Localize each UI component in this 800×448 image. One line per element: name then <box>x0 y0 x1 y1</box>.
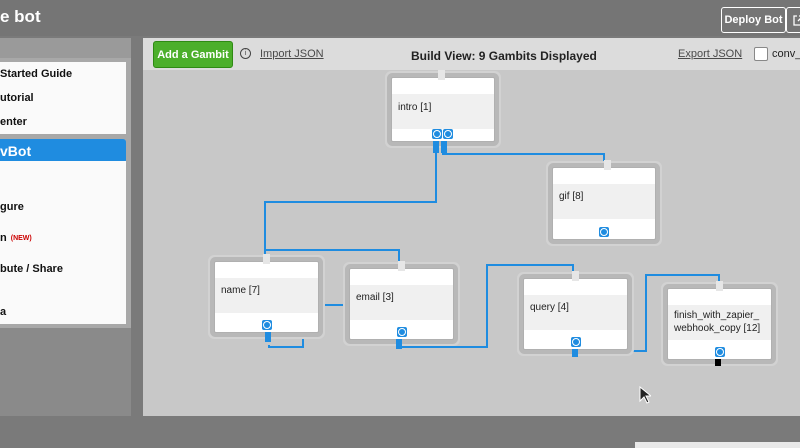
gambit-stem <box>433 141 439 153</box>
gambit-input-tab <box>398 261 405 271</box>
connector-name-email <box>268 304 396 348</box>
gambit-output-port[interactable] <box>262 320 272 330</box>
gambit-card-query[interactable]: query [4] <box>523 271 628 350</box>
sidebar-header <box>0 38 131 58</box>
chevron-down-icon <box>572 338 580 346</box>
sidebar: Started Guide utorial enter vBot gure n … <box>0 38 131 416</box>
gambit-stem <box>715 359 721 366</box>
gambit-input-tab <box>263 254 270 264</box>
mouse-cursor-icon <box>639 385 653 409</box>
gambit-label: name [7] <box>221 285 260 296</box>
gambit-input-tab <box>572 271 579 281</box>
add-gambit-button[interactable]: Add a Gambit <box>153 41 233 68</box>
gambit-stem <box>572 349 578 357</box>
gambit-output-port[interactable] <box>432 129 442 139</box>
sidebar-item-label: vBot <box>0 143 32 159</box>
sidebar-item-label: gure <box>0 201 24 213</box>
gambit-input-tab <box>438 70 445 80</box>
sidebar-item-distribute-share[interactable]: bute / Share <box>0 257 126 281</box>
gambit-card-finish-with-zapier[interactable]: finish_with_zapier_ webhook_copy [12] <box>667 281 772 360</box>
sidebar-item-label: n <box>0 232 7 244</box>
gambit-body <box>392 94 494 129</box>
sidebar-item-help-center[interactable]: enter <box>0 110 126 134</box>
sidebar-panel: Started Guide utorial enter vBot gure n … <box>0 38 131 328</box>
gambit-label: query [4] <box>530 302 569 313</box>
import-json-link[interactable]: Import JSON <box>260 48 324 60</box>
sidebar-item-data[interactable]: a <box>0 300 126 324</box>
sidebar-item-bot[interactable]: vBot <box>0 139 126 163</box>
chevron-down-icon <box>433 130 441 138</box>
gambit-label: email [3] <box>356 292 394 303</box>
gambit-label: gif [8] <box>559 191 584 202</box>
build-view-title: Build View: 9 Gambits Displayed <box>411 49 597 63</box>
sidebar-item-configure[interactable]: gure <box>0 195 126 219</box>
chevron-down-icon <box>398 328 406 336</box>
gambit-body <box>553 184 655 219</box>
top-bar: e bot Deploy Bot <box>0 0 800 36</box>
gambit-label: intro [1] <box>398 102 432 113</box>
external-link-icon[interactable] <box>786 7 800 33</box>
sidebar-item-label: bute / Share <box>0 263 63 275</box>
gambit-body <box>524 295 627 330</box>
info-icon[interactable]: i <box>240 48 251 59</box>
gambit-card-intro[interactable]: intro [1] <box>391 70 495 142</box>
gambit-body <box>668 305 771 340</box>
gambit-output-port[interactable] <box>443 129 453 139</box>
deploy-bot-button[interactable]: Deploy Bot <box>721 7 786 33</box>
main-area: Add a Gambit i Import JSON Build View: 9… <box>143 38 800 448</box>
chevron-down-icon <box>716 348 724 356</box>
conv-checkbox[interactable] <box>754 47 768 61</box>
gambit-stem <box>396 339 402 349</box>
chevron-down-icon <box>600 228 608 236</box>
gambit-card-email[interactable]: email [3] <box>349 261 454 340</box>
sidebar-item-label: a <box>0 306 7 318</box>
app-title: e bot <box>0 7 41 26</box>
gambit-output-port[interactable] <box>599 227 609 237</box>
gambit-output-port[interactable] <box>571 337 581 347</box>
gambit-label: finish_with_zapier_ webhook_copy [12] <box>674 310 761 334</box>
chevron-down-icon <box>263 321 271 329</box>
export-json-link[interactable]: Export JSON <box>678 48 743 60</box>
gambit-card-gif[interactable]: gif [8] <box>552 160 656 240</box>
gambit-stem <box>441 141 447 153</box>
conv-label: conv_ <box>772 48 800 60</box>
horizontal-scrollbar[interactable] <box>635 442 800 448</box>
gambit-canvas[interactable]: intro [1] gif [8] name [7] email [3] <box>143 70 800 448</box>
gambit-body <box>215 278 318 313</box>
gambit-output-port[interactable] <box>715 347 725 357</box>
sidebar-item-label: Started Guide <box>0 68 73 80</box>
sidebar-item-started-guide[interactable]: Started Guide <box>0 62 126 86</box>
gambit-card-name[interactable]: name [7] <box>214 254 319 333</box>
sidebar-item-tutorial[interactable]: utorial <box>0 86 126 110</box>
builder-toolbar: Add a Gambit i Import JSON Build View: 9… <box>143 38 800 70</box>
gambit-output-port[interactable] <box>397 327 407 337</box>
new-badge: (NEW) <box>10 234 32 242</box>
gambit-input-tab <box>716 281 723 291</box>
sidebar-item-label: utorial <box>0 92 34 104</box>
sidebar-item-label: enter <box>0 116 27 128</box>
gambit-body <box>350 285 453 320</box>
sidebar-item-new-feature[interactable]: n (NEW) <box>0 226 126 250</box>
gambit-stem <box>265 332 271 342</box>
gambit-input-tab <box>604 160 611 170</box>
chevron-down-icon <box>444 130 452 138</box>
